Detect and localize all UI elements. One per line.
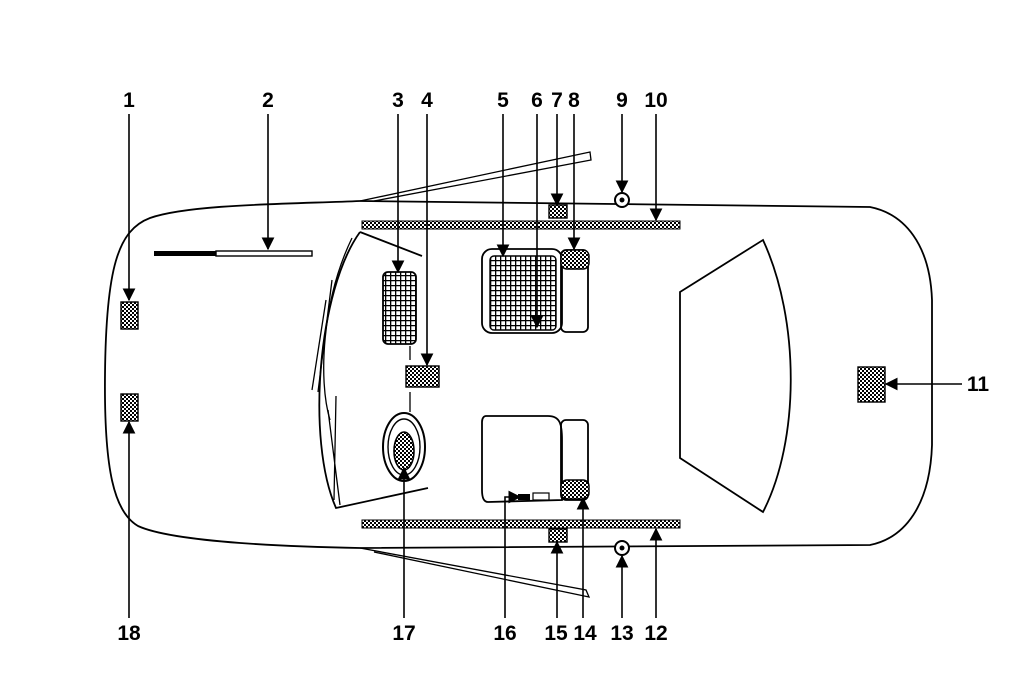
instrument-panel-module xyxy=(382,271,417,345)
rear-window xyxy=(679,238,792,514)
side-sensor-left xyxy=(614,192,630,208)
callout-1: 1 xyxy=(123,89,135,112)
pillar-module-right xyxy=(548,528,568,543)
callout-7: 7 xyxy=(551,89,563,112)
sill-right xyxy=(361,519,681,529)
rear-module xyxy=(857,366,886,403)
callout-11: 11 xyxy=(967,373,990,396)
center-module xyxy=(405,365,440,388)
side-sensor-right xyxy=(614,540,630,556)
passenger-seat xyxy=(481,248,590,334)
steering-wheel xyxy=(382,412,426,482)
callout-13: 13 xyxy=(610,622,633,645)
callout-17: 17 xyxy=(392,622,415,645)
callout-12: 12 xyxy=(644,622,667,645)
pillar-module-left xyxy=(548,204,568,219)
callout-2: 2 xyxy=(262,89,274,112)
callout-8: 8 xyxy=(568,89,580,112)
callout-16: 16 xyxy=(493,622,516,645)
driver-seat xyxy=(481,415,590,503)
wiper-arms xyxy=(311,279,341,506)
callout-4: 4 xyxy=(421,89,433,112)
hood-strip xyxy=(154,250,313,257)
outside-mirror-right xyxy=(359,547,591,598)
callout-18: 18 xyxy=(117,622,141,645)
callout-10: 10 xyxy=(644,89,667,112)
callout-9: 9 xyxy=(616,89,628,112)
front-sensor-right xyxy=(120,393,139,422)
callout-labels: 1 2 3 4 5 6 7 8 9 10 11 12 13 14 15 16 1… xyxy=(117,89,989,645)
leader-16 xyxy=(504,490,522,618)
callout-15: 15 xyxy=(544,622,568,645)
callout-6: 6 xyxy=(531,89,543,112)
callout-14: 14 xyxy=(573,622,597,645)
vehicle-outline xyxy=(104,200,933,549)
leader-lines xyxy=(122,114,962,618)
sill-left xyxy=(361,220,681,230)
outside-mirror-left xyxy=(359,151,592,202)
callout-5: 5 xyxy=(497,89,509,112)
front-sensor-left xyxy=(120,301,139,330)
callout-3: 3 xyxy=(392,89,404,112)
